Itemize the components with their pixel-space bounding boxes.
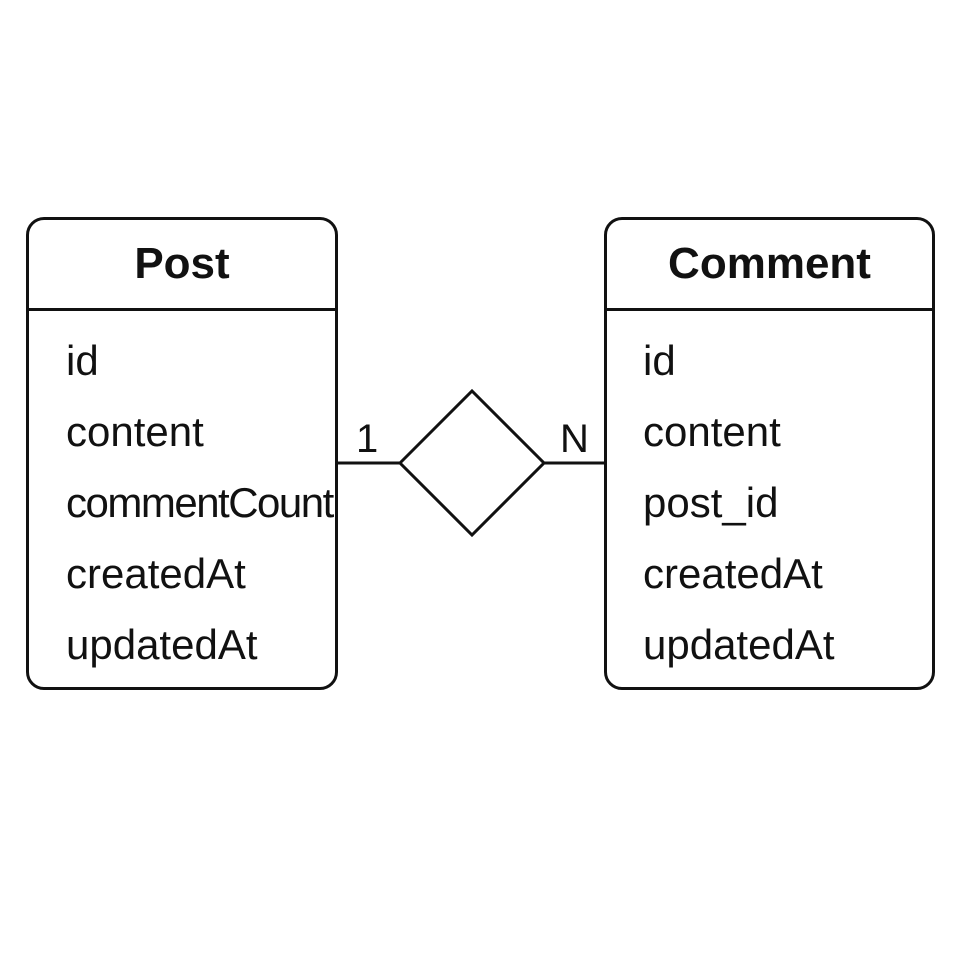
attribute-item: id — [66, 337, 99, 384]
attribute-item: createdAt — [643, 550, 823, 597]
attribute-item: updatedAt — [643, 621, 835, 668]
attribute-item: commentCount — [66, 479, 334, 526]
relationship-diamond — [397, 388, 547, 538]
entity-post-attributes: id content commentCount createdAt update… — [29, 311, 335, 680]
entity-post: Post id content commentCount createdAt u… — [26, 217, 338, 690]
attribute-item: content — [66, 408, 204, 455]
entity-comment-title: Comment — [607, 220, 932, 311]
attribute-item: id — [643, 337, 676, 384]
entity-comment: Comment id content post_id createdAt upd… — [604, 217, 935, 690]
cardinality-right: N — [560, 417, 589, 461]
cardinality-left: 1 — [356, 417, 378, 461]
attribute-item: updatedAt — [66, 621, 258, 668]
entity-comment-attributes: id content post_id createdAt updatedAt — [607, 311, 932, 680]
attribute-item: post_id — [643, 479, 779, 526]
attribute-item: content — [643, 408, 781, 455]
entity-post-title: Post — [29, 220, 335, 311]
attribute-item: createdAt — [66, 550, 246, 597]
